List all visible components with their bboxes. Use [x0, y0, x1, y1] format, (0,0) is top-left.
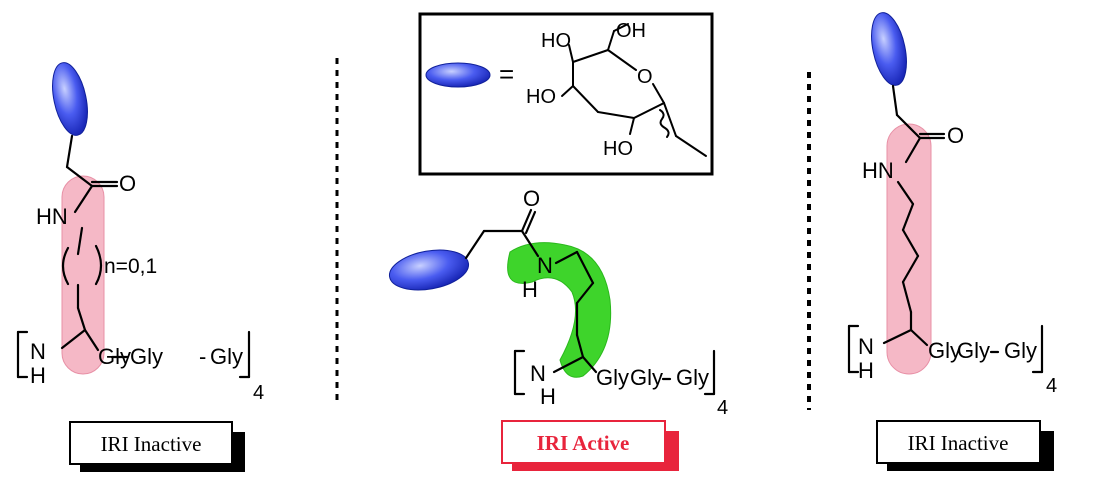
carbonyl-o-left: O	[119, 171, 136, 196]
nh-left: HN	[36, 204, 68, 229]
dash2-center: -	[664, 365, 671, 390]
gly1-left: Gly	[98, 344, 131, 369]
gly2-right: Gly	[957, 338, 990, 363]
dash2-right: -	[992, 338, 999, 363]
backbone-h-left: H	[30, 363, 46, 388]
equals-sign: =	[499, 59, 514, 89]
carbonyl-o-right: O	[947, 123, 964, 148]
backbone-n-left: N	[30, 339, 46, 364]
backbone-n-center: N	[530, 361, 546, 386]
sugar-atom-ho-top: HO	[541, 30, 571, 52]
panel-right: O HN N H Gly Gly - Gly 4 IRI Inactive	[847, 12, 1057, 471]
sugar-atom-ring-o: O	[637, 66, 653, 88]
sugar-legend-box: = HO OH O HO HO	[418, 12, 714, 176]
amide-h-center: H	[522, 277, 538, 302]
sugar-ellipse-center	[388, 249, 470, 291]
gly2-center: Gly	[630, 365, 663, 390]
status-box-center	[501, 420, 666, 464]
status-box-left	[69, 421, 233, 465]
status-label-left: IRI Inactive	[101, 432, 202, 456]
sugar-ellipse-left	[52, 62, 88, 136]
subscript-right: 4	[1046, 375, 1057, 397]
sugar-atom-ho-mid: HO	[526, 86, 556, 108]
sugar-atom-oh-top: OH	[616, 20, 646, 42]
backbone-h-center: H	[540, 384, 556, 409]
subscript-center: 4	[717, 397, 728, 419]
subscript-left: 4	[253, 382, 264, 404]
highlight-left	[61, 175, 105, 375]
panel-center: O N H N H Gly Gly - Gly 4 IRI Active	[388, 186, 728, 471]
sugar-atom-ho-bottom: HO	[603, 138, 633, 160]
sugar-ellipse-legend	[425, 62, 491, 88]
status-label-center: IRI Active	[537, 431, 630, 455]
panel-left: O HN n=0,1 N H Gly Gly - Gly 4 IRI Inact…	[16, 62, 264, 472]
repeat-label-left: n=0,1	[104, 255, 157, 278]
backbone-n-right: N	[858, 334, 874, 359]
gly3-right: Gly	[1004, 338, 1037, 363]
gly3-left: Gly	[210, 344, 243, 369]
gly1-center: Gly	[596, 365, 629, 390]
amide-n-center: N	[537, 253, 553, 278]
nh-right: HN	[862, 158, 894, 183]
backbone-h-right: H	[858, 358, 874, 383]
carbonyl-o-center: O	[523, 186, 540, 211]
gly3-center: Gly	[676, 365, 709, 390]
dash2-left: -	[199, 344, 206, 369]
status-box-right	[876, 420, 1041, 464]
gly2-left: Gly	[130, 344, 163, 369]
gly1-right: Gly	[928, 338, 961, 363]
status-label-right: IRI Inactive	[908, 431, 1009, 455]
highlight-center	[507, 242, 612, 378]
highlight-right	[886, 123, 932, 375]
sugar-ellipse-right	[871, 12, 907, 86]
